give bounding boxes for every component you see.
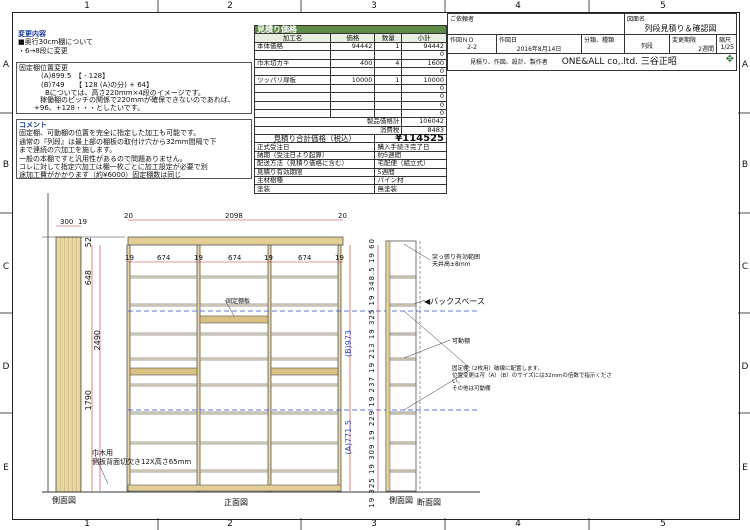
no-value: 2-2: [467, 44, 477, 51]
drawing-frame: [12, 12, 740, 520]
row-letter: E: [742, 463, 748, 473]
position-change-b: (B)749 【 128 (A)の分) + 64】: [41, 80, 154, 89]
dim-label-a: (A)771.5: [344, 420, 353, 455]
dim-label: 648: [84, 270, 93, 286]
dim-label: 2098: [225, 212, 243, 220]
date-label: 作図日: [499, 37, 518, 44]
column-number: 3: [371, 519, 377, 529]
comment-line: 通常の『列段』は最上部の棚板の取付け穴から32mm間隔で下: [19, 137, 217, 146]
column-number: 5: [660, 519, 666, 529]
dim-label: 19: [194, 254, 203, 262]
column-number: 5: [660, 1, 666, 11]
comment-line: 途加工費がかかります（約¥6000）固定棚数は同じ: [19, 171, 182, 180]
note-fixed-detail: 固定棚（2枚用）破線に配置します。 位置変更は可（A）（B）のサイズには32mm…: [452, 366, 612, 392]
type-label: 分類、種類: [584, 37, 615, 44]
price-row: 0: [253, 92, 447, 102]
position-change-title: 固定棚位置変更: [19, 64, 68, 72]
comment-line: コレに対して指定穴加工は棚一枚ごとに加工設定が必要で別: [19, 163, 208, 172]
type-value: 列段: [640, 43, 653, 50]
scale-label: 縮尺: [719, 37, 732, 44]
dim-label: 19: [335, 254, 344, 262]
changes-section: 変更内容 ■奥行30cm棚について ・6→8段に変更: [18, 30, 248, 55]
column-number: 1: [84, 1, 90, 11]
comment-box: コメント 固定棚、可動棚の位置を完全に指定した加工も可能です。 通常の『列段』は…: [16, 119, 252, 179]
row-letter: B: [2, 160, 10, 170]
scale-value: 1/25: [720, 44, 734, 51]
row-letter: D: [741, 362, 749, 372]
maker-label: 見積り、作図、設計、製作者: [470, 59, 548, 66]
period-label: 変更期限: [672, 37, 697, 44]
dim-label: 674: [298, 254, 312, 262]
date-value: 2016年8月14日: [516, 46, 562, 53]
maker-cell: 見積り、作図、設計、製作者 ONE&ALL co,.ltd. 三谷正昭 ✥: [447, 53, 737, 71]
section-dims: 19 325 19 309 19 229 19 237 19 213 19 32…: [368, 238, 376, 508]
note-skirting: 巾木用 側板背面切欠き12X高さ65mm: [92, 449, 192, 466]
dim-label: 20: [338, 212, 347, 220]
dim-label: 674: [228, 254, 242, 262]
position-change-c: Bについては、高さ220mm×4段のイメージです。: [45, 89, 205, 98]
comment-line: 一般の本棚ですと汎用性があるので問題ありません。: [19, 154, 187, 163]
label-side-view: 側面図: [52, 496, 76, 505]
row-letter: A: [2, 60, 10, 70]
changes-line: ■奥行30cm棚について: [18, 38, 93, 47]
info-value: 無塗装: [374, 184, 447, 194]
dim-label-b: (B)973: [344, 330, 353, 357]
row-letter: A: [741, 60, 749, 70]
no-label: 作図ＮＯ: [450, 37, 475, 44]
column-number: 2: [227, 519, 233, 529]
row-letter: C: [2, 262, 10, 272]
dim-label: 300: [60, 218, 74, 226]
row-letter: C: [741, 262, 749, 272]
client-label: ご依頼者: [450, 16, 475, 23]
drawing-name: 列段見積り＆確認図: [644, 24, 717, 33]
dim-label: 674: [157, 254, 171, 262]
note-back-space: ◀バックスペース: [424, 297, 485, 306]
row-letter: E: [3, 463, 9, 473]
position-change-box: 固定棚位置変更 (A)899.5 【 - 128】 (B)749 【 128 (…: [16, 62, 252, 114]
dim-label: 1790: [84, 390, 93, 411]
column-number: 3: [371, 1, 377, 11]
dim-label: 2490: [93, 330, 102, 351]
column-number: 1: [84, 519, 90, 529]
position-change-d: 稼働棚のピッチの関係で220mmが確保できないのであれば、: [40, 96, 235, 104]
dim-label: 52: [84, 237, 93, 248]
side-panel: [55, 236, 82, 493]
company-logo-icon: ✥: [725, 54, 734, 65]
dim-label: 19: [125, 254, 134, 262]
info-row: 塗装無塗装: [253, 184, 447, 194]
dim-label: 19: [78, 218, 87, 226]
maker-value: ONE&ALL co,.ltd. 三谷正昭: [561, 57, 677, 67]
label-section-view: 断面図: [417, 498, 441, 507]
changes-line: ・6→8段に変更: [18, 46, 68, 55]
column-number: 2: [227, 1, 233, 11]
comment-title: コメント: [19, 121, 47, 129]
note-fixed-shelf: 固定棚板: [226, 298, 251, 305]
dim-label: 19: [264, 254, 273, 262]
note-top: 突っ張り有効範囲 天井高±8mm: [432, 254, 481, 268]
row-letter: D: [2, 362, 10, 372]
info-key: 塗装: [253, 184, 376, 194]
period-value: 2週間: [698, 46, 714, 53]
comment-line: 固定棚、可動棚の位置を完全に指定した加工も可能です。: [19, 129, 201, 138]
label-front-view: 正面図: [224, 498, 248, 507]
comment-line: まで連続の穴加工を施します。: [19, 146, 117, 155]
changes-title: 変更内容: [18, 30, 46, 38]
column-number: 4: [515, 519, 521, 529]
dim-label: 20: [124, 212, 133, 220]
label-section-side: 側面図: [389, 496, 413, 505]
row-letter: B: [741, 160, 749, 170]
drawing-label: 図面名: [627, 16, 646, 23]
column-number: 4: [515, 1, 521, 11]
position-change-e: +96、+128・・・としたいです。: [34, 104, 145, 112]
position-change-a: (A)899.5 【 - 128】: [41, 72, 110, 81]
note-movable: 可動棚: [452, 338, 471, 345]
arrow-left-icon: ◀: [424, 297, 431, 306]
